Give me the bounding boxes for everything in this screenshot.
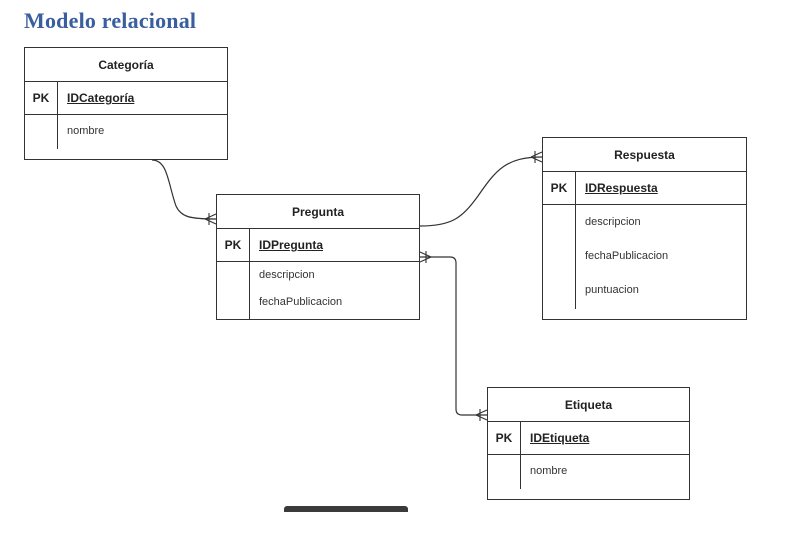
primary-key-row: PK IDPregunta xyxy=(217,229,419,262)
connector-pregunta-respuesta xyxy=(419,156,543,227)
primary-key-row: PK IDRespuesta xyxy=(543,172,746,205)
primary-key-row: PK IDCategoría xyxy=(25,82,227,115)
entity-respuesta[interactable]: Respuesta PK IDRespuesta descripcion fec… xyxy=(542,137,747,320)
pk-field: IDPregunta xyxy=(259,238,324,252)
connector-categoria-pregunta xyxy=(151,159,217,220)
pk-field: IDRespuesta xyxy=(585,181,658,195)
pk-label: PK xyxy=(25,82,58,114)
attribute: fechaPublicacion xyxy=(585,250,669,262)
entity-etiqueta[interactable]: Etiqueta PK IDEtiqueta nombre xyxy=(487,387,690,500)
entity-name: Respuesta xyxy=(543,138,746,172)
pk-label: PK xyxy=(488,422,521,454)
page-title: Modelo relacional xyxy=(24,8,197,33)
crowfoot-marker-pregunta xyxy=(204,213,217,225)
attribute: descripcion xyxy=(585,216,641,228)
crowfoot-marker-pregunta-side xyxy=(419,251,432,263)
attribute: fechaPublicacion xyxy=(259,296,343,308)
pk-label: PK xyxy=(543,172,576,204)
pk-label: PK xyxy=(217,229,250,261)
pk-field: IDCategoría xyxy=(67,91,135,105)
entity-categoria[interactable]: Categoría PK IDCategoría nombre xyxy=(24,47,228,160)
entity-name: Etiqueta xyxy=(488,388,689,422)
attribute: nombre xyxy=(530,465,568,477)
entity-name: Categoría xyxy=(25,48,227,82)
attribute: nombre xyxy=(67,125,105,137)
crowfoot-marker-etiqueta xyxy=(475,409,488,421)
scroll-handle-bar[interactable] xyxy=(284,506,408,512)
pk-field: IDEtiqueta xyxy=(530,431,590,445)
attribute-list: descripcion fechaPublicacion xyxy=(217,262,419,319)
entity-name: Pregunta xyxy=(217,195,419,229)
entity-pregunta[interactable]: Pregunta PK IDPregunta descripcion fecha… xyxy=(216,194,420,320)
crowfoot-marker-respuesta xyxy=(530,151,543,163)
attribute: descripcion xyxy=(259,269,315,281)
attribute-list: nombre xyxy=(488,455,689,499)
attribute: puntuacion xyxy=(585,284,639,296)
connector-pregunta-etiqueta xyxy=(420,256,487,416)
attribute-list: nombre xyxy=(25,115,227,159)
primary-key-row: PK IDEtiqueta xyxy=(488,422,689,455)
attribute-list: descripcion fechaPublicacion puntuacion xyxy=(543,205,746,319)
